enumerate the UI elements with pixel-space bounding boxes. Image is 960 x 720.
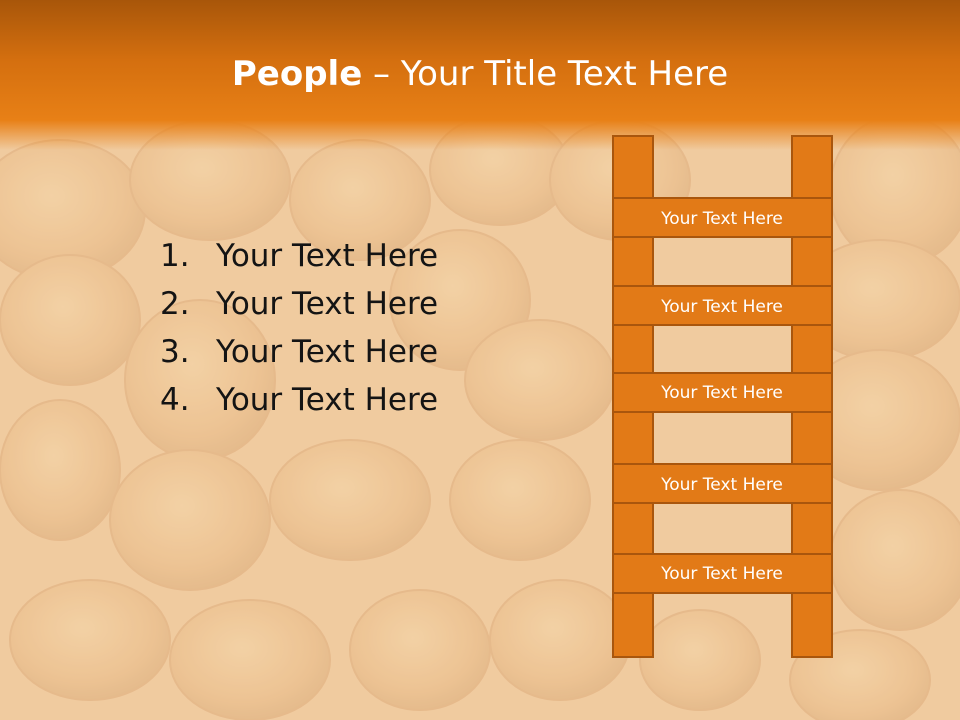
ladder-right-rail [791,502,833,555]
list-item-number: 1. [160,238,190,274]
list-item: 3. Your Text Here [160,328,438,376]
list-item-number: 2. [160,286,190,322]
ladder-rung [612,463,833,504]
ladder-rung-label[interactable]: Your Text Here [660,209,783,229]
list-item-number: 4. [160,382,190,418]
ladder-left-rail [612,502,654,555]
list-item: 1. Your Text Here [160,232,438,280]
ladder-left-rail [612,592,654,658]
list-item-text: Your Text Here [216,334,439,370]
ladder-rung-label[interactable]: Your Text Here [660,383,783,403]
slide-title[interactable]: People – Your Title Text Here [0,50,960,98]
list-item-text: Your Text Here [216,238,439,274]
ladder-rung-label[interactable]: Your Text Here [660,564,783,584]
title-banner [0,0,960,150]
numbered-list[interactable]: 1. Your Text Here 2. Your Text Here 3. Your… [160,232,438,424]
ladder-left-rail [612,411,654,465]
list-item-text: Your Text Here [216,382,439,418]
ladder-rung [612,197,833,238]
list-item: 2. Your Text Here [160,280,438,328]
ladder-left-rail [612,236,654,287]
ladder-left-rail [612,135,654,199]
ladder-rung [612,553,833,594]
title-bold-part: People [231,54,363,94]
list-item-text: Your Text Here [216,286,439,322]
ladder-rung-label[interactable]: Your Text Here [660,475,783,495]
list-item: 4. Your Text Here [160,376,438,424]
ladder-rung [612,285,833,326]
ladder-rung [612,372,833,413]
list-item-number: 3. [160,334,190,370]
ladder-right-rail [791,135,833,199]
ladder-right-rail [791,324,833,374]
ladder-right-rail [791,236,833,287]
ladder-left-rail [612,324,654,374]
ladder-right-rail [791,411,833,465]
ladder-right-rail [791,592,833,658]
ladder-rung-label[interactable]: Your Text Here [660,297,783,317]
title-rest-part: – Your Title Text Here [362,54,729,94]
